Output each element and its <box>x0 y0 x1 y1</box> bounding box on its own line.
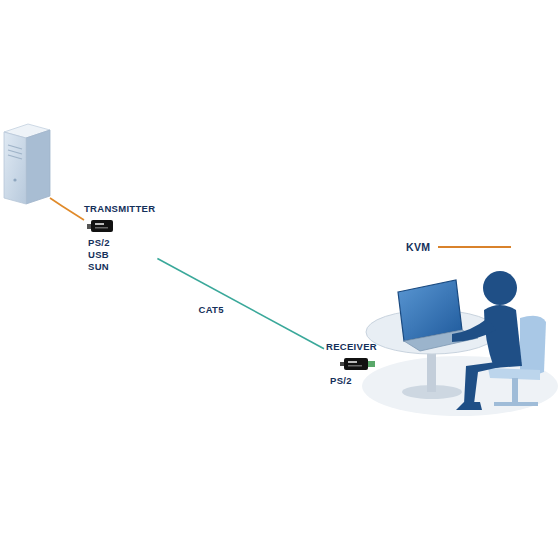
transmitter-device <box>86 217 116 235</box>
receiver-device <box>330 355 378 373</box>
kvm-label: KVM <box>406 241 430 253</box>
cat5-cable <box>157 258 324 348</box>
device-title: RECEIVER <box>326 341 378 353</box>
port-list: PS/2 USB SUN <box>88 237 110 273</box>
workstation <box>362 271 558 416</box>
port-list: PS/2 <box>330 375 352 387</box>
kvm-bar <box>438 246 511 248</box>
video-cable <box>50 198 84 220</box>
device-node: RECEIVER PS/2 <box>324 339 380 389</box>
computer-tower <box>4 124 50 204</box>
cable-label: CAT5 <box>197 304 226 316</box>
device-title: TRANSMITTER <box>84 203 155 215</box>
device-node: TRANSMITTER PS/2 USB SUN <box>82 201 157 275</box>
